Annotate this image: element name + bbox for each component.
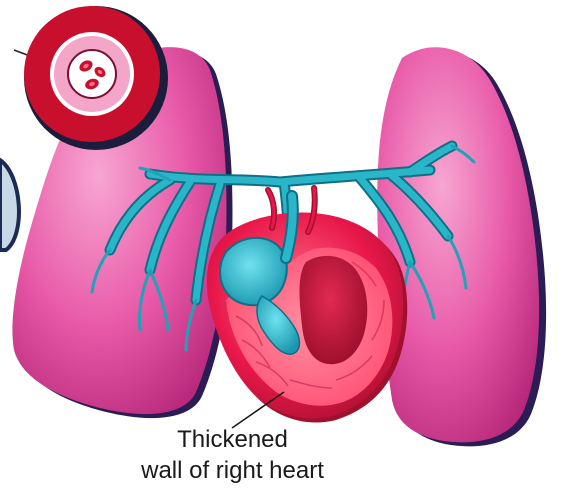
secondary-inset-partial — [0, 160, 19, 250]
heart — [207, 188, 407, 422]
annotation-label-line-2: wall of right heart — [100, 456, 365, 486]
annotation-label-line-1: Thickened — [100, 425, 365, 455]
artery-cross-section-icon — [14, 6, 168, 150]
